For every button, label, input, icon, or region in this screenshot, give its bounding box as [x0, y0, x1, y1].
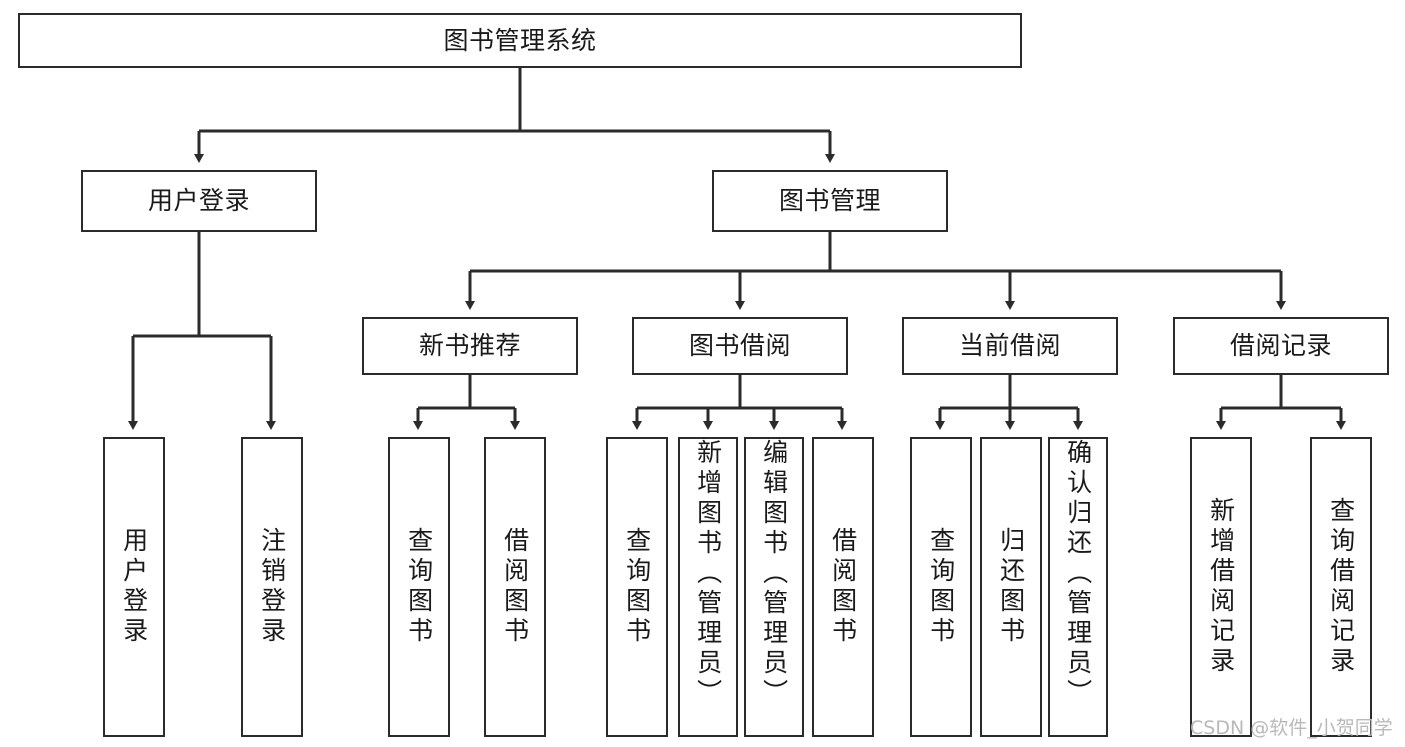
node-root-system[interactable]: 图书管理系统: [18, 13, 1022, 68]
leaf-user-login-signin[interactable]: 用户登录: [103, 437, 165, 737]
node-label: 用户登录: [147, 186, 250, 216]
node-user-login[interactable]: 用户登录: [81, 170, 317, 232]
leaf-current-return-book[interactable]: 归还图书: [980, 437, 1042, 737]
node-label: 新增借阅记录: [1206, 497, 1236, 677]
leaf-borrow-query-book[interactable]: 查询图书: [606, 437, 668, 737]
node-label: 查询图书: [404, 527, 434, 647]
node-label: 新增图书（管理员）: [693, 439, 723, 709]
node-label: 借阅图书: [500, 527, 530, 647]
node-label: 当前借阅: [958, 331, 1061, 361]
node-label: 确认归还（管理员）: [1063, 439, 1093, 709]
node-label: 查询图书: [622, 527, 652, 647]
node-label: 查询图书: [926, 527, 956, 647]
leaf-user-login-signout[interactable]: 注销登录: [241, 437, 303, 737]
node-label: 新书推荐: [418, 331, 521, 361]
leaf-new-book-query[interactable]: 查询图书: [388, 437, 450, 737]
node-book-management[interactable]: 图书管理: [712, 170, 948, 232]
node-label: 图书管理系统: [443, 25, 597, 55]
node-label: 借阅记录: [1229, 331, 1332, 361]
leaf-new-book-borrow[interactable]: 借阅图书: [484, 437, 546, 737]
node-current-borrow[interactable]: 当前借阅: [902, 317, 1118, 375]
node-borrow-record[interactable]: 借阅记录: [1173, 317, 1389, 375]
leaf-record-add-record[interactable]: 新增借阅记录: [1190, 437, 1252, 737]
node-new-book-recommend[interactable]: 新书推荐: [362, 317, 578, 375]
node-label: 用户登录: [119, 527, 149, 647]
node-label: 图书管理: [778, 186, 881, 216]
leaf-current-confirm-return-admin[interactable]: 确认归还（管理员）: [1048, 437, 1108, 737]
node-label: 查询借阅记录: [1326, 497, 1356, 677]
csdn-watermark: CSDN @软件_小贺同学: [1190, 717, 1393, 739]
leaf-borrow-borrow-book[interactable]: 借阅图书: [812, 437, 874, 737]
node-label: 归还图书: [996, 527, 1026, 647]
leaf-borrow-edit-book-admin[interactable]: 编辑图书（管理员）: [744, 437, 804, 737]
leaf-record-query-record[interactable]: 查询借阅记录: [1310, 437, 1372, 737]
leaf-borrow-add-book-admin[interactable]: 新增图书（管理员）: [678, 437, 738, 737]
node-label: 图书借阅: [688, 331, 791, 361]
node-book-borrow[interactable]: 图书借阅: [632, 317, 848, 375]
node-label: 借阅图书: [828, 527, 858, 647]
leaf-current-query-book[interactable]: 查询图书: [910, 437, 972, 737]
node-label: 编辑图书（管理员）: [759, 439, 789, 709]
node-label: 注销登录: [257, 527, 287, 647]
